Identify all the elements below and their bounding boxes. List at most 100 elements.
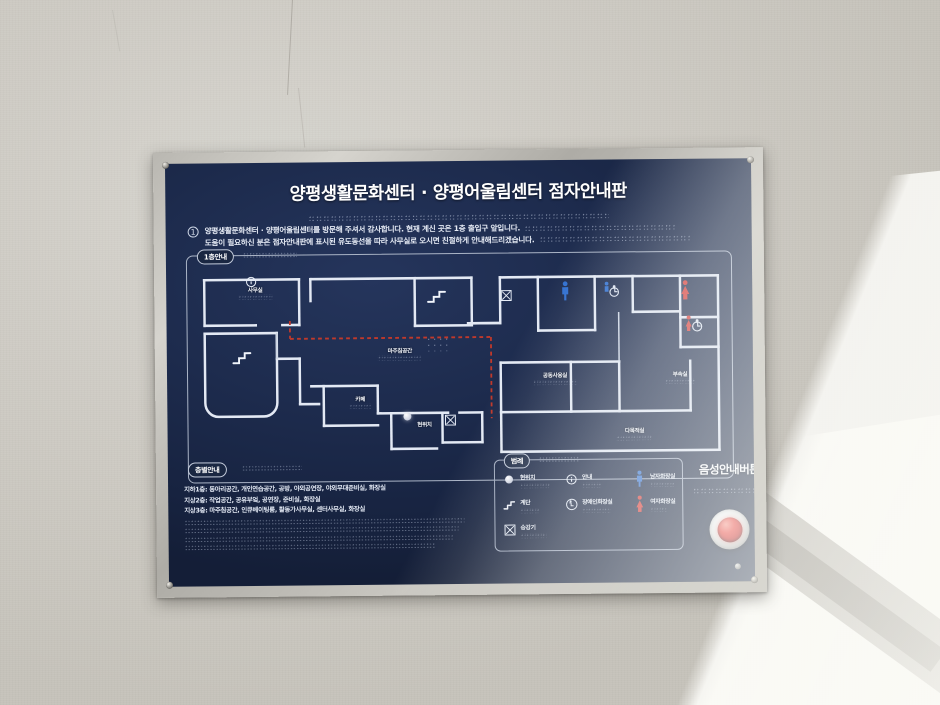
sign-plate: 양평생활문화센터 · 양평어울림센터 점자안내판 1 양평생활문화센터 · 양평… <box>164 158 756 587</box>
room-label-current-location: 현위치 <box>417 420 432 428</box>
audio-guide-button-led[interactable] <box>717 516 743 543</box>
accessible-restroom-icon <box>685 315 703 332</box>
page-title: 양평생활문화센터 · 양평어울림센터 점자안내판 <box>289 181 628 205</box>
braille-text <box>582 482 603 488</box>
legend-label: 승강기 <box>520 521 547 538</box>
frame-screw-icon <box>750 576 759 584</box>
braille-text <box>184 525 459 534</box>
legend-label-text: 현위치 <box>519 475 536 482</box>
legend-label-text: 계단 <box>520 500 531 507</box>
legend-grid: 현위치 <box>502 470 676 545</box>
legend-item-elevator: 승강기 <box>502 521 562 545</box>
floor-guide-line: 지상3층: 마주침공간, 인큐베이팅룸, 활동가사무실, 센터사무실, 화장실 <box>184 504 366 515</box>
audio-guide-title: 음성안내버튼 <box>698 462 756 477</box>
floor-guide-panel: 층별안내 지하1층: 동아리공간, 개인연습공간, 공방, 야외공연장, 야외무… <box>184 458 485 579</box>
intro-line-1-text: 양평생활문화센터 · 양평어울림센터를 방문해 주셔서 감사합니다. 현재 계신… <box>204 223 521 236</box>
legend-label-text: 안내 <box>581 474 593 481</box>
room-label-text: 마주침공간 <box>387 348 412 355</box>
legend-label: 현위치 <box>519 471 551 488</box>
information-icon <box>246 276 257 288</box>
current-location-dot-icon <box>403 412 412 421</box>
legend-label: 여자화장실 <box>650 495 675 512</box>
braille-text <box>582 507 611 513</box>
location-dot-icon <box>502 471 516 487</box>
male-restroom-icon <box>562 281 569 301</box>
legend-label-text: 승강기 <box>520 525 536 532</box>
braille-text <box>238 294 273 301</box>
female-restroom-icon <box>681 280 690 300</box>
legend-label-text: 남자화장실 <box>649 473 676 481</box>
elevator-icon <box>502 521 516 537</box>
information-icon <box>564 471 578 487</box>
legend-label: 계단 <box>520 496 541 513</box>
room-label-text: 공동사용실 <box>542 372 568 380</box>
audio-guide-button[interactable] <box>709 509 750 550</box>
intro-paragraph: 1 양평생활문화센터 · 양평어울림센터를 방문해 주셔서 감사합니다. 현재 … <box>187 220 732 248</box>
legend-label-text: 여자화장실 <box>650 498 676 506</box>
braille-text <box>533 379 578 386</box>
legend-item-male-restroom: 남자화장실 <box>632 470 675 493</box>
title-braille-row <box>181 204 735 223</box>
legend-item-female-restroom: 여자화장실 <box>632 495 675 518</box>
bottom-row: 층별안내 지하1층: 동아리공간, 개인연습공간, 공방, 야외공연장, 야외무… <box>184 453 756 579</box>
braille-text <box>308 212 609 223</box>
legend-panel: 범례 현위치 <box>493 453 684 552</box>
braille-info-board[interactable]: 양평생활문화센터 · 양평어울림센터 점자안내판 1 양평생활문화센터 · 양평… <box>152 147 768 598</box>
braille-text <box>377 355 422 361</box>
room-label-text: 사무실 <box>247 287 263 295</box>
legend-label: 장애인화장실 <box>582 496 612 513</box>
floor-guide-braille-block <box>184 516 484 551</box>
elevator-icon <box>445 414 457 426</box>
room-label-text: 부속실 <box>672 371 688 378</box>
room-label-text: 다목적실 <box>624 428 645 435</box>
wall-crack <box>287 0 293 95</box>
legend-label: 남자화장실 <box>650 470 675 487</box>
braille-text <box>665 378 696 385</box>
braille-text <box>349 403 372 410</box>
intro-lines: 양평생활문화센터 · 양평어울림센터를 방문해 주셔서 감사합니다. 현재 계신… <box>205 220 732 248</box>
braille-text <box>539 234 690 244</box>
wall-crack <box>112 9 121 52</box>
elevator-icon <box>501 289 513 301</box>
floor-plan-panel: 1층안내 <box>185 249 735 484</box>
braille-text <box>538 455 579 463</box>
room-label-meeting-space: 마주침공간 <box>377 346 422 361</box>
braille-text <box>650 481 675 487</box>
intro-number-badge: 1 <box>187 226 199 238</box>
braille-text <box>525 223 676 232</box>
frame-screw-icon <box>161 161 170 169</box>
male-restroom-icon <box>632 470 646 487</box>
braille-text <box>650 506 667 512</box>
legend-item-current-location: 현위치 <box>502 471 562 495</box>
floor-guide-tag: 층별안내 <box>187 462 227 478</box>
room-label-text: 현위치 <box>417 422 432 429</box>
plate-screw-icon <box>734 563 741 570</box>
room-label-shared-room: 공동사용실 <box>533 371 578 386</box>
legend-item-information: 안내 <box>564 470 630 494</box>
braille-text <box>520 532 547 538</box>
braille-text <box>184 533 453 543</box>
accessible-restroom-icon <box>564 496 578 512</box>
stairs-icon <box>502 496 516 512</box>
braille-text <box>616 435 653 441</box>
room-label-multipurpose: 다목적실 <box>616 426 653 441</box>
braille-text <box>693 486 756 494</box>
legend-tag: 범례 <box>503 453 531 469</box>
frame-screw-icon <box>165 581 174 589</box>
female-restroom-icon <box>632 495 646 512</box>
frame-screw-icon <box>746 156 755 164</box>
room-label-office: 사무실 <box>238 286 273 301</box>
room-label-annex: 부속실 <box>665 370 696 385</box>
braille-text <box>184 542 435 551</box>
wall-crack <box>298 87 306 148</box>
braille-text <box>520 507 541 513</box>
legend-item-accessible-restroom: 장애인화장실 <box>564 495 630 519</box>
legend-item-stairs: 계단 <box>502 496 562 520</box>
tactile-braille-cluster <box>426 337 450 352</box>
room-label-text: 카페 <box>355 396 366 404</box>
legend-label: 안내 <box>581 471 603 488</box>
accessible-restroom-icon <box>605 282 620 298</box>
intro-line-2-text: 도움이 필요하신 분은 점자안내판에 표시된 유도동선을 따라 사무실로 오시면… <box>204 234 535 247</box>
braille-text <box>241 464 302 472</box>
